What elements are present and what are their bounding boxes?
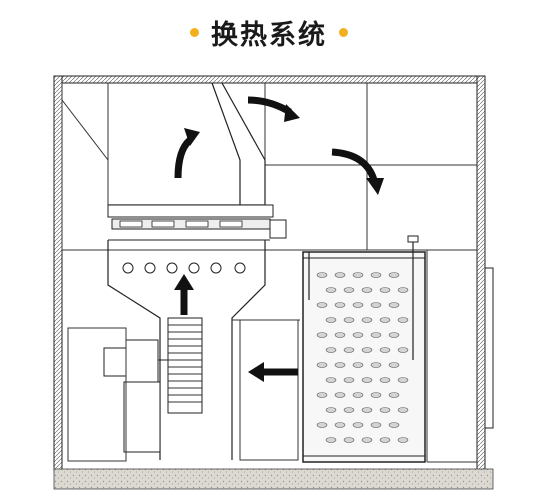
flow-arrows (174, 96, 384, 382)
airflow-arrow-top-right-head (284, 104, 300, 122)
airflow-arrow-right-down-head (366, 178, 384, 195)
page-title: 换热系统 (211, 19, 327, 51)
airflow-arrow-top-right (247, 96, 292, 116)
left-bullet-dot (190, 27, 199, 37)
fan-motor (103, 339, 168, 453)
airflow-arrow-left-head (248, 362, 264, 382)
interior-panels (61, 83, 477, 463)
lower-left-compartment (67, 319, 300, 462)
header: 换热系统 (0, 12, 538, 52)
airflow-arrow-funnel-up-head (174, 274, 194, 290)
spray-nozzles (122, 262, 246, 274)
right-bullet-dot (339, 27, 348, 37)
airflow-arrow-up-curve (174, 137, 193, 179)
centrifugal-fan (167, 317, 203, 414)
airflow-arrow-right-down (331, 148, 378, 182)
airflow-arrow-up-curve-head (184, 128, 200, 146)
heat-exchanger-core (302, 235, 426, 463)
floor-slab (53, 468, 494, 490)
spray-header (107, 204, 287, 241)
